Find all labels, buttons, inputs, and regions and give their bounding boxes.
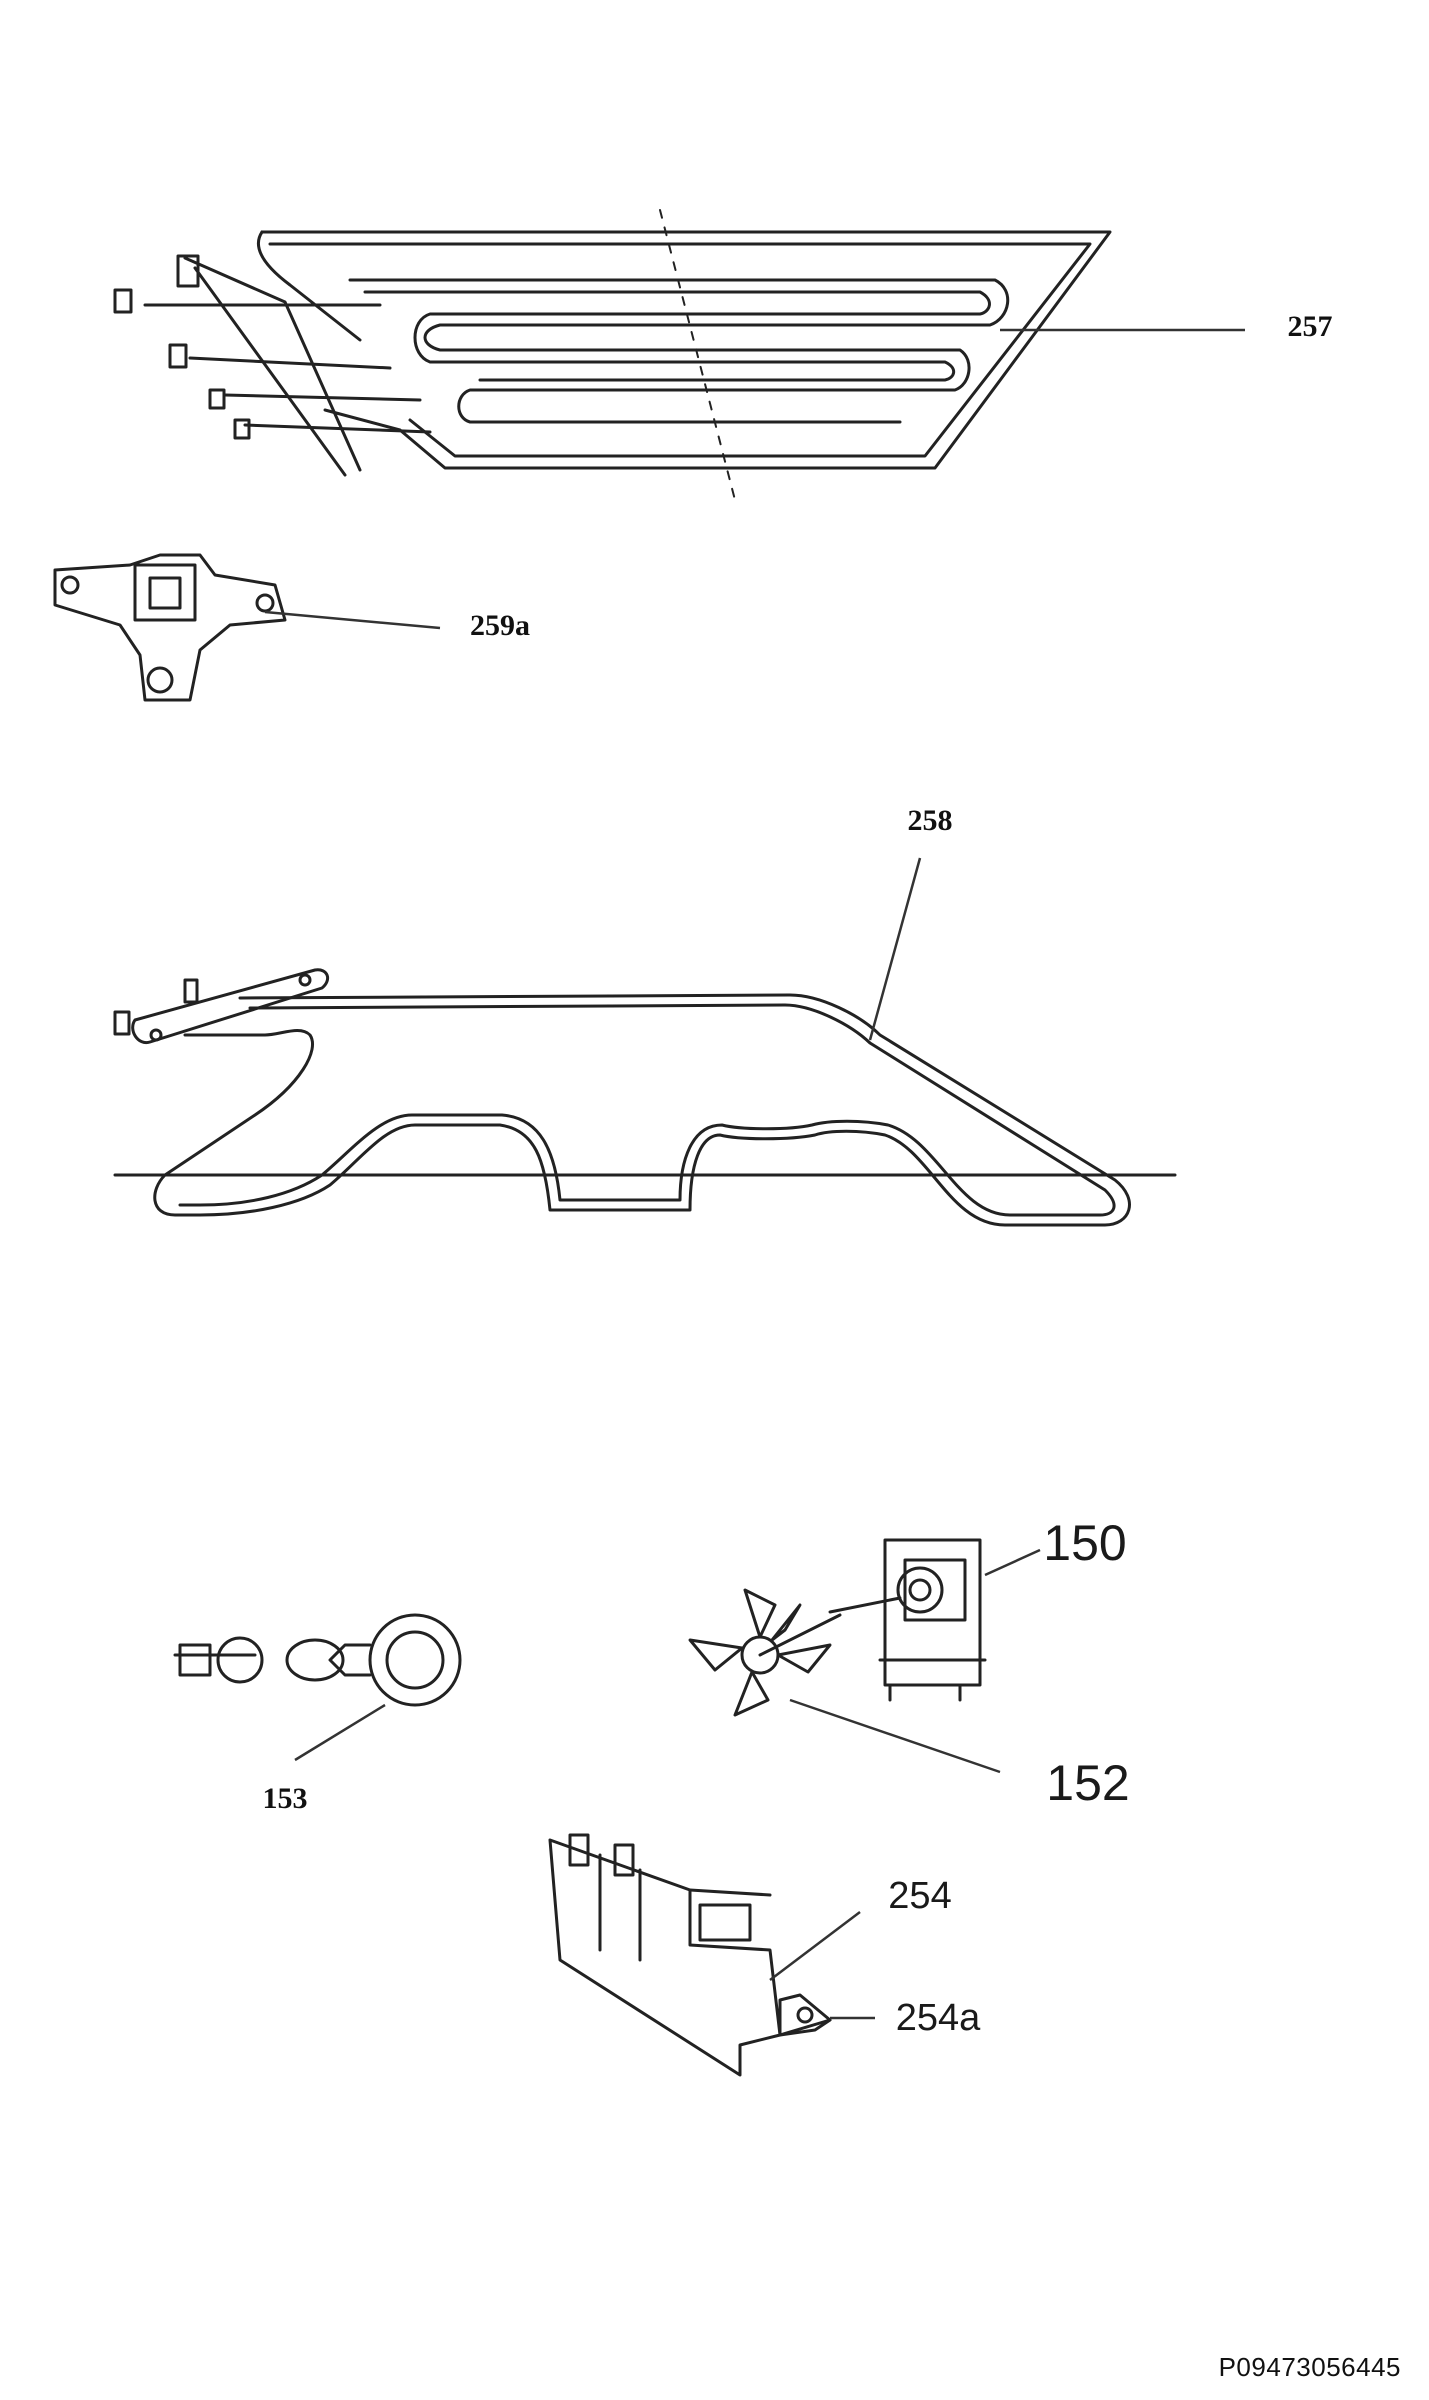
label-152: 152 <box>1046 1755 1129 1811</box>
fan-blade-152[interactable] <box>688 1588 842 1717</box>
grill-heating-element-257[interactable] <box>113 209 1112 501</box>
bottom-heating-element-258[interactable] <box>113 968 1177 1227</box>
fan-motor-150[interactable] <box>828 1538 987 1702</box>
ignition-generator-254[interactable] <box>548 1833 832 2077</box>
label-254: 254 <box>888 1875 951 1917</box>
label-258: 258 <box>908 804 953 837</box>
label-254a: 254a <box>896 1997 981 2039</box>
oven-lamp-153[interactable] <box>173 1613 462 1707</box>
label-257: 257 <box>1288 310 1333 343</box>
bracket-254a[interactable] <box>778 1993 832 2037</box>
label-153: 153 <box>263 1782 308 1815</box>
label-150: 150 <box>1043 1515 1126 1571</box>
thermostat-259a[interactable] <box>53 553 287 702</box>
label-259a: 259a <box>470 609 530 642</box>
reference-number: P09473056445 <box>1218 2352 1401 2382</box>
